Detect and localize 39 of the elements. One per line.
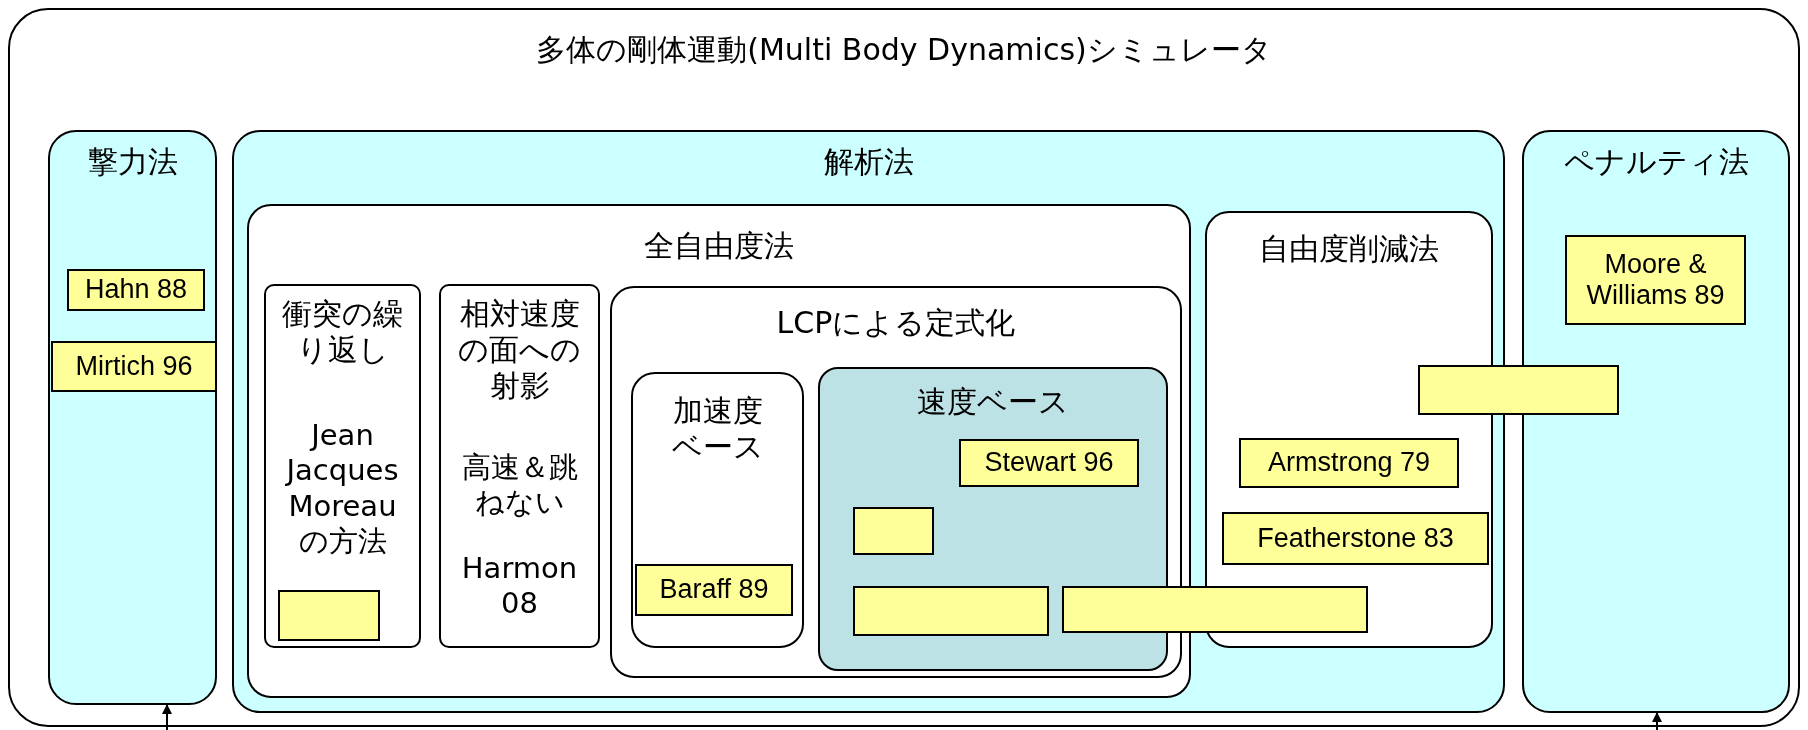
empty-tag — [853, 507, 934, 555]
panel-heading: 衝突の繰り返し — [281, 296, 404, 368]
reference-tag: Featherstone 83 — [1222, 512, 1489, 565]
arrow — [1652, 712, 1662, 730]
arrow — [162, 704, 172, 730]
description-text: 高速＆跳ねない — [460, 450, 579, 521]
reference-tag: Baraff 89 — [635, 564, 793, 616]
method-panel — [232, 130, 1505, 713]
panel-heading: 全自由度法 — [644, 228, 794, 264]
panel-heading: 自由度削減法 — [1259, 231, 1439, 267]
panel-heading: 速度ベース — [917, 384, 1069, 420]
panel-heading: LCPによる定式化 — [776, 305, 1016, 341]
reference-tag: Armstrong 79 — [1239, 438, 1459, 488]
empty-tag — [1418, 365, 1619, 415]
panel-heading: ペナルティ法 — [1563, 144, 1749, 180]
method-panel — [818, 367, 1168, 671]
description-text: Harmon 08 — [460, 550, 579, 622]
empty-tag — [278, 590, 380, 641]
reference-tag: Moore & Williams 89 — [1565, 235, 1746, 325]
method-panel — [247, 204, 1191, 698]
method-panel — [1522, 130, 1790, 713]
method-panel — [264, 284, 421, 648]
panel-heading: 加速度ベース — [670, 393, 765, 465]
panel-heading: 多体の剛体運動(Multi Body Dynamics)シミュレータ — [536, 32, 1272, 68]
reference-tag: Mirtich 96 — [51, 341, 217, 392]
empty-tag — [853, 586, 1049, 636]
method-panel — [610, 286, 1182, 678]
method-panel — [1205, 211, 1493, 648]
panel-heading: 撃力法 — [87, 144, 178, 180]
method-panel — [439, 284, 600, 648]
outer-frame — [8, 8, 1800, 727]
description-text: Jean Jacques Moreauの方法 — [284, 418, 400, 560]
reference-tag: Stewart 96 — [959, 439, 1139, 487]
panel-heading: 解析法 — [823, 144, 914, 180]
method-panel — [48, 130, 217, 705]
reference-tag: Hahn 88 — [67, 269, 205, 311]
panel-heading: 相対速度の面への射影 — [457, 296, 582, 404]
empty-tag — [1062, 586, 1368, 633]
method-panel — [631, 372, 804, 648]
